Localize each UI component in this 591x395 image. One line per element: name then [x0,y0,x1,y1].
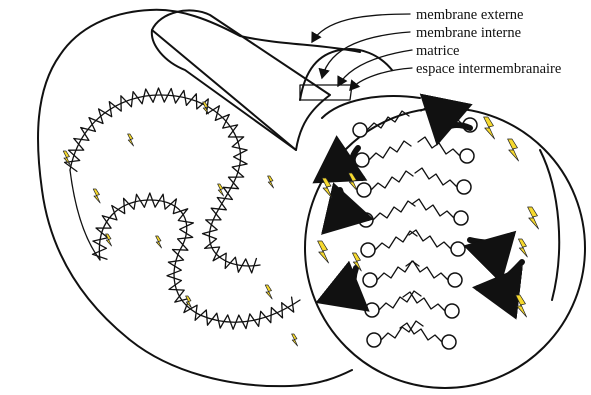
label-intermembrane-space: espace intermembranaire [416,61,561,77]
lightning-bolt-icon [484,117,495,139]
lightning-bolt-icon [508,139,519,161]
lightning-bolt-icon [516,295,527,317]
phospholipid-head [355,153,369,167]
phospholipid-tail [415,168,457,187]
lightning-bolt-icon [128,134,134,146]
lightning-bolt-icon [528,207,539,229]
phospholipid-tail [377,261,419,280]
crista-zigzag [93,193,294,329]
phospholipid-head [460,149,474,163]
phospholipid-bilayer [353,106,477,349]
lightning-bolt-icon [268,176,274,188]
phospholipid-tail [409,230,451,249]
lightning-bolt-icon [156,236,162,248]
energy-bolts [63,102,538,346]
transport-arrow-icon [470,235,512,242]
phospholipid-head [353,123,367,137]
phospholipid-tail [373,201,415,220]
outer-membrane [38,10,392,386]
lightning-bolt-icon [322,178,332,198]
phospholipid-head [367,333,381,347]
lightning-bolt-icon [292,334,298,346]
lightning-bolt-icon [265,285,272,299]
lightning-bolt-icon [106,234,112,246]
lightning-bolt-icon [218,184,224,196]
phospholipid-head [448,273,462,287]
phospholipid-head [357,183,371,197]
phospholipid-head [361,243,375,257]
phospholipid-head [445,304,459,318]
transport-arrow-icon [478,262,522,288]
phospholipid-head [451,242,465,256]
phospholipid-tail [406,261,448,280]
transport-arrow-icon [438,125,470,140]
phospholipid-tail [371,171,413,190]
label-leaders [312,14,412,90]
phospholipid-tail [400,323,442,342]
phospholipid-head [442,335,456,349]
label-inner-membrane: membrane interne [416,25,521,41]
phospholipid-head [454,211,468,225]
phospholipid-tail [403,292,445,311]
label-outer-membrane: membrane externe [416,7,523,23]
phospholipid-tail [381,321,423,340]
phospholipid-head [363,273,377,287]
phospholipid-tail [369,141,411,160]
phospholipid-head [457,180,471,194]
lightning-bolt-icon [518,239,527,257]
lightning-bolt-icon [318,241,329,263]
lightning-bolt-icon [93,189,100,203]
phospholipid-tail [412,199,454,218]
label-matrix: matrice [416,43,459,59]
transport-arrow-icon [353,268,365,308]
